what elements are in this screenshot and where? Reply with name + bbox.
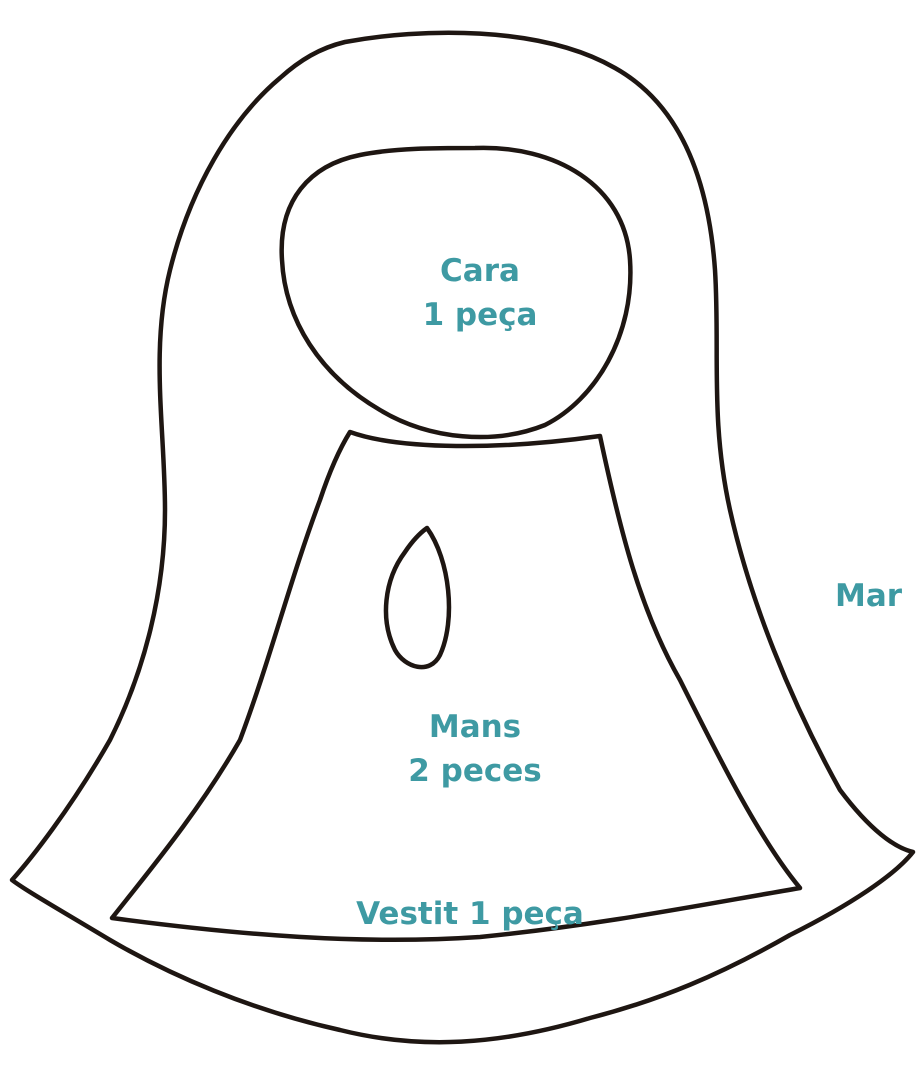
face-label-name: Cara: [380, 249, 580, 293]
dress-label-text: Vestit 1 peça: [330, 892, 610, 936]
hand-outline: [386, 528, 449, 667]
cutoff-label-text: Mar: [835, 574, 917, 618]
dress-label: Vestit 1 peça: [330, 892, 610, 936]
cutoff-label: Mar: [835, 574, 917, 618]
hands-label-name: Mans: [375, 705, 575, 749]
face-label-count: 1 peça: [380, 293, 580, 337]
hands-label-count: 2 peces: [375, 749, 575, 793]
hands-label: Mans 2 peces: [375, 705, 575, 793]
face-label: Cara 1 peça: [380, 249, 580, 337]
dress-outline: [112, 432, 800, 940]
